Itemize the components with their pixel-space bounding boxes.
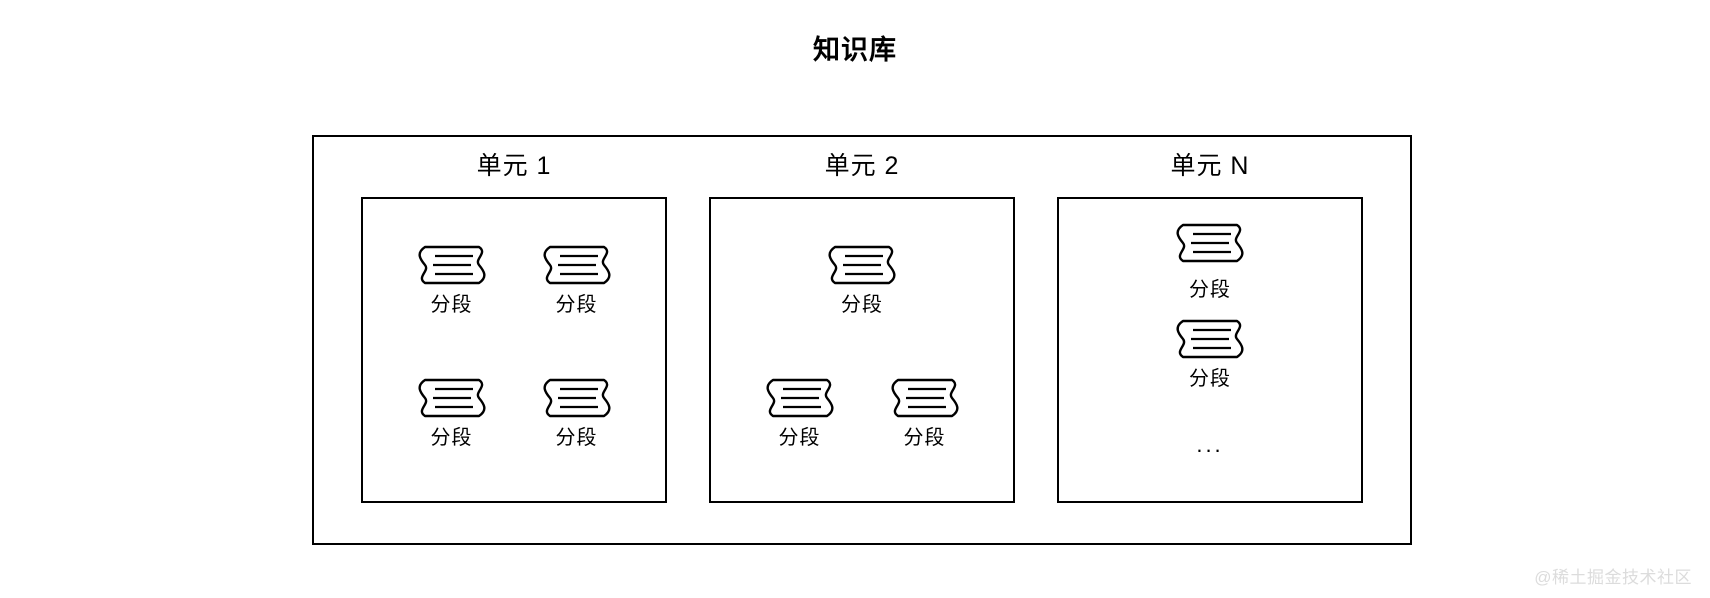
chunk-caption: 分段 bbox=[430, 427, 473, 449]
chunk-caption: 分段 bbox=[1189, 367, 1231, 390]
unit-label: 单元 2 bbox=[824, 152, 900, 180]
chunk-caption: 分段 bbox=[841, 294, 883, 316]
watermark: @稀土掘金技术社区 bbox=[1534, 568, 1692, 587]
chunk-item[interactable]: 分段 bbox=[825, 241, 899, 318]
document-chunk-icon bbox=[543, 378, 610, 418]
chunk-item[interactable]: 分段 bbox=[1173, 219, 1247, 303]
document-chunk-icon bbox=[891, 378, 958, 418]
document-chunk-icon bbox=[1176, 223, 1244, 263]
unit-label: 单元 N bbox=[1170, 152, 1250, 180]
document-chunk-icon bbox=[543, 245, 610, 285]
chunk-row: ... bbox=[1085, 399, 1335, 491]
chunk-grid: 分段分段... bbox=[1059, 199, 1361, 501]
unit-box: 分段分段分段分段 bbox=[361, 197, 667, 503]
document-chunk-icon bbox=[766, 378, 833, 418]
chunk-grid: 分段分段分段 bbox=[711, 199, 1013, 501]
chunk-item[interactable]: 分段 bbox=[415, 374, 489, 451]
chunk-row: 分段 bbox=[1085, 215, 1335, 307]
document-chunk-icon bbox=[828, 245, 896, 285]
chunk-row: 分段 bbox=[737, 213, 987, 346]
more-chunks-ellipsis: ... bbox=[1196, 432, 1224, 457]
chunk-item[interactable]: 分段 bbox=[888, 374, 962, 451]
chunk-row: 分段 分段 bbox=[737, 346, 987, 479]
chunk-grid: 分段分段分段分段 bbox=[363, 199, 665, 501]
unit-box: 分段分段... bbox=[1057, 197, 1363, 503]
chunk-row: 分段 分段 bbox=[389, 346, 639, 479]
chunk-item[interactable]: 分段 bbox=[540, 374, 614, 451]
chunk-caption: 分段 bbox=[555, 427, 598, 449]
chunk-item[interactable]: 分段 bbox=[540, 241, 614, 318]
chunk-caption: 分段 bbox=[778, 427, 821, 449]
chunk-caption: 分段 bbox=[1189, 279, 1231, 301]
chunk-item[interactable]: 分段 bbox=[1173, 315, 1247, 392]
document-chunk-icon bbox=[418, 245, 485, 285]
chunk-caption: 分段 bbox=[430, 294, 473, 316]
chunk-row: 分段 bbox=[1085, 307, 1335, 399]
chunk-caption: 分段 bbox=[555, 294, 598, 316]
chunk-item[interactable]: 分段 bbox=[415, 241, 489, 318]
page-title: 知识库 bbox=[813, 35, 897, 65]
document-chunk-icon bbox=[1176, 319, 1244, 358]
unit-box: 分段分段分段 bbox=[709, 197, 1015, 503]
chunk-caption: 分段 bbox=[903, 427, 946, 449]
chunk-row: 分段 分段 bbox=[389, 213, 639, 346]
chunk-item[interactable]: 分段 bbox=[763, 374, 837, 451]
document-chunk-icon bbox=[418, 378, 485, 418]
unit-label: 单元 1 bbox=[476, 152, 552, 180]
